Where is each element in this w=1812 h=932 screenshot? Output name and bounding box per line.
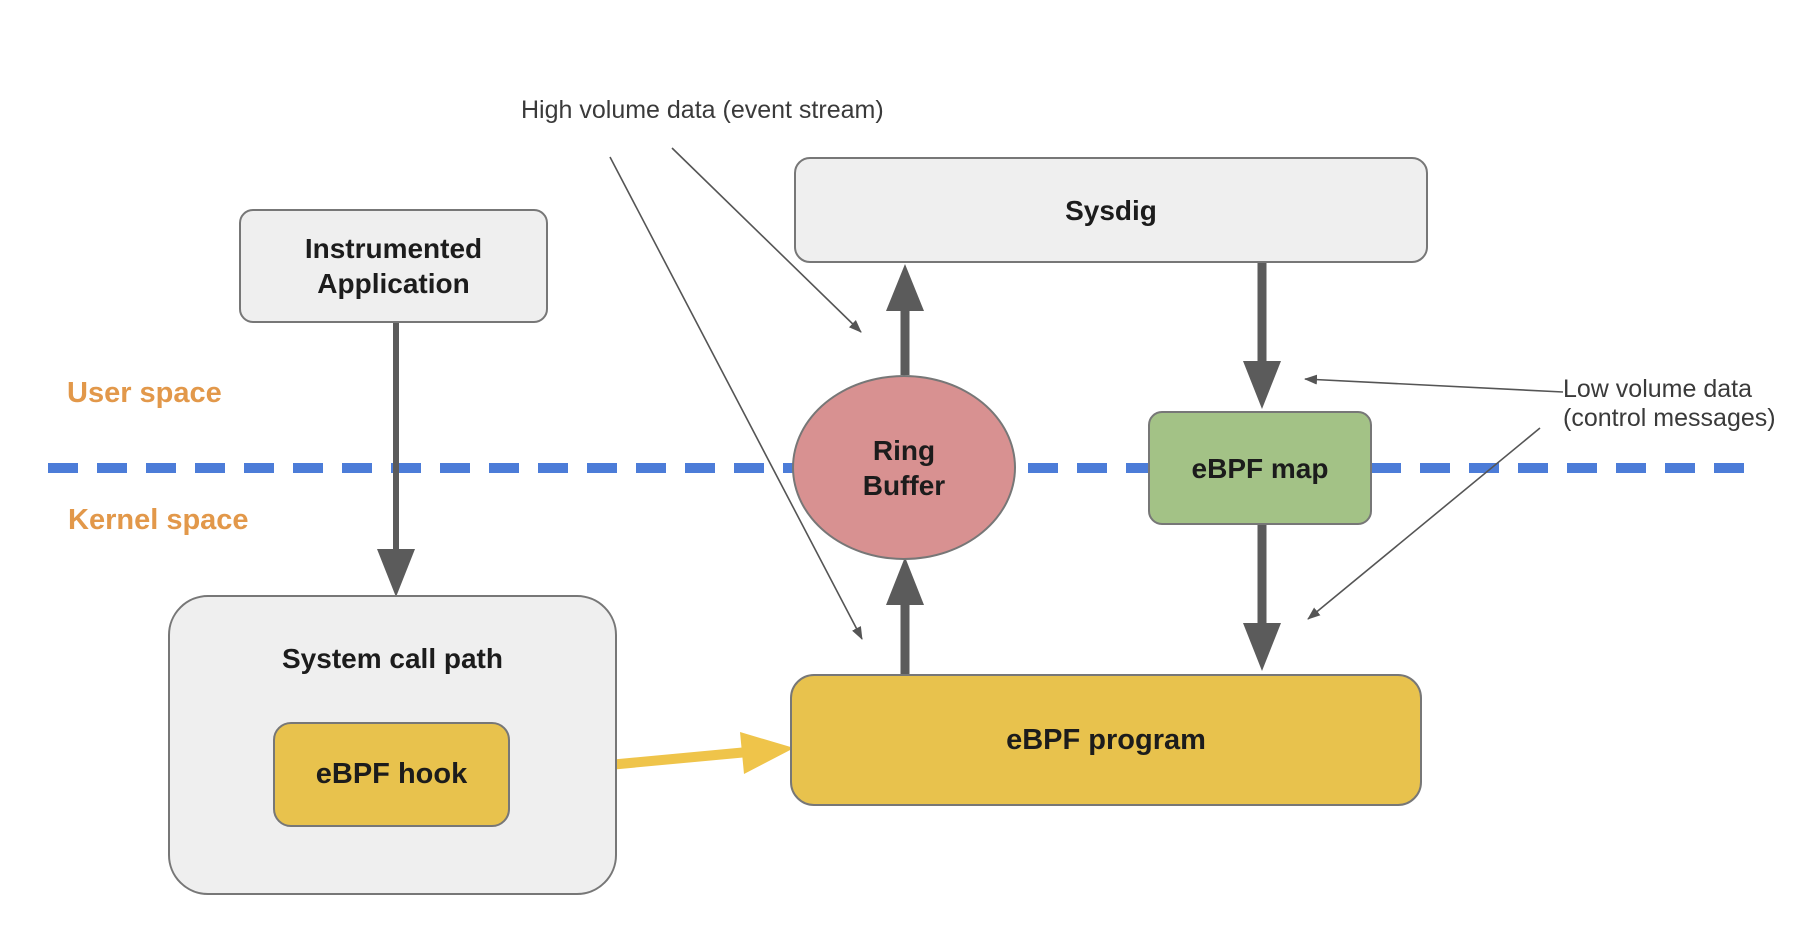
ebpf-map-label: eBPF map xyxy=(1191,452,1329,484)
arrow-head xyxy=(377,549,415,597)
sysdig-node: Sysdig xyxy=(794,157,1428,263)
instrumented-application-node: Instrumented Application xyxy=(239,209,548,323)
arrow-program-to-ringbuffer xyxy=(886,557,924,674)
ebpf-hook-node: eBPF hook xyxy=(273,722,510,827)
instrumented-application-label: Instrumented Application xyxy=(304,233,483,299)
arrow-head xyxy=(886,264,924,311)
arrow-ebpfmap-to-program xyxy=(1243,525,1281,671)
arrow-head xyxy=(886,557,924,605)
arrow-ringbuffer-to-sysdig xyxy=(886,264,924,375)
system-call-path-label: System call path xyxy=(282,643,503,674)
ebpf-program-node: eBPF program xyxy=(790,674,1422,806)
ring-buffer-node: Ring Buffer xyxy=(792,375,1016,560)
callout-line xyxy=(1304,374,1564,393)
arrow-app-to-syscall xyxy=(377,323,415,597)
kernel-space-label: Kernel space xyxy=(68,504,249,536)
low-volume-annotation: Low volume data (control messages) xyxy=(1563,375,1776,432)
arrow-head xyxy=(740,732,794,774)
arrow-head xyxy=(1243,361,1281,409)
ebpf-hook-label: eBPF hook xyxy=(315,758,468,790)
ebpf-program-label: eBPF program xyxy=(1006,723,1206,756)
arrow-head xyxy=(1243,623,1281,671)
user-space-label: User space xyxy=(67,377,222,409)
sysdig-label: Sysdig xyxy=(1065,194,1157,226)
ebpf-map-node: eBPF map xyxy=(1148,411,1372,525)
arrow-sysdig-to-ebpfmap xyxy=(1243,263,1281,409)
ring-buffer-label: Ring Buffer xyxy=(862,434,946,501)
high-volume-annotation: High volume data (event stream) xyxy=(521,96,884,124)
